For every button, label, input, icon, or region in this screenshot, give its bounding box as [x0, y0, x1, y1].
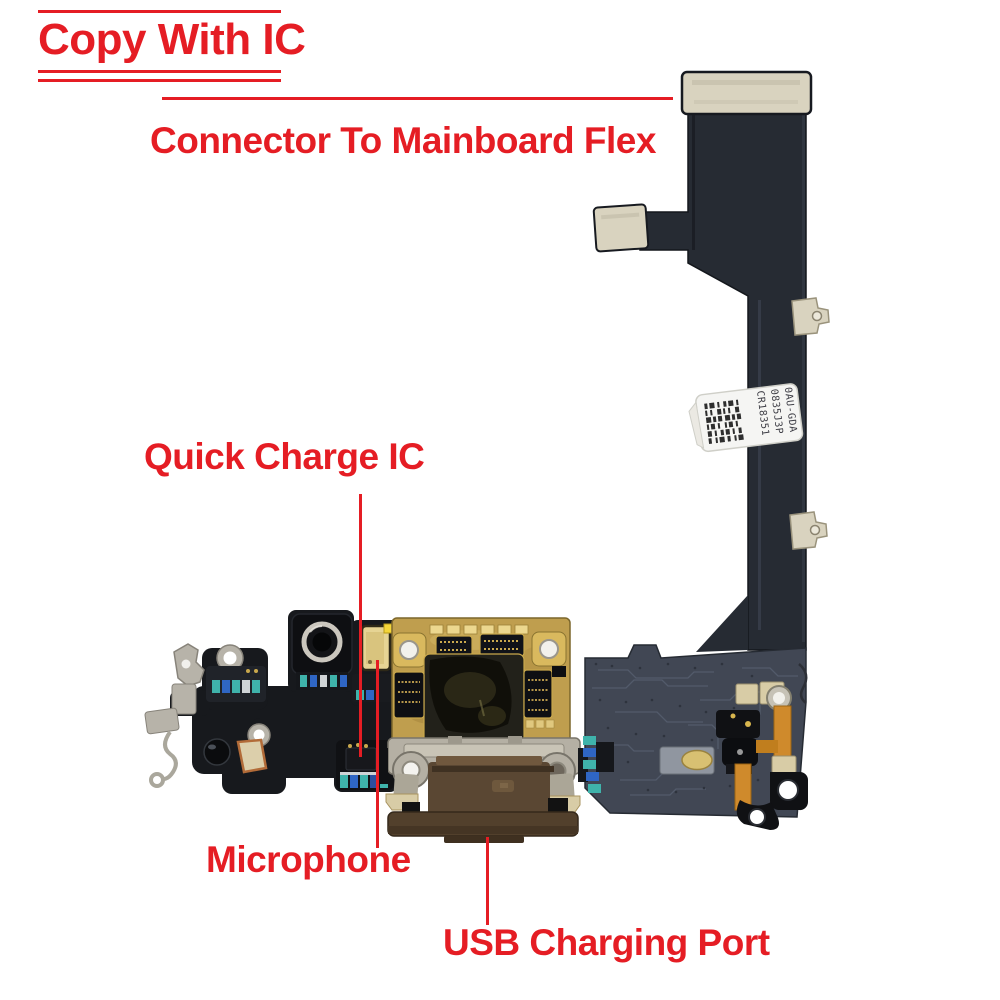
metal-clip-tab-upper: [791, 297, 830, 336]
metal-clip-tab-lower: [789, 511, 828, 550]
microphone-label: Microphone: [206, 839, 411, 880]
usb-label: USB Charging Port: [443, 922, 770, 963]
microphone-component: [360, 623, 394, 672]
title-underline-1: [38, 70, 281, 73]
microphone-callout-line: [376, 660, 379, 848]
flex-ribbon: [639, 75, 807, 652]
usb-callout-line: [486, 837, 489, 925]
title-underline-2: [38, 79, 281, 82]
epoxy-ic: [423, 653, 525, 747]
right-antenna-flex: [583, 663, 809, 830]
quick-charge-callout-line: [359, 494, 362, 757]
barcode-sticker: CR18351 0835J3P 0AU-GDA: [688, 383, 804, 453]
mainboard-connector-pad: [680, 70, 813, 116]
connector-label: Connector To Mainboard Flex: [150, 120, 656, 161]
side-connector-pad: [592, 203, 650, 253]
round-sensor-component: [291, 613, 353, 690]
title-text: Copy With IC: [38, 15, 306, 64]
connector-callout-line: [162, 97, 673, 100]
usb-port-component: [387, 756, 579, 843]
quick-charge-label: Quick Charge IC: [144, 436, 425, 477]
title-overline: [38, 10, 281, 13]
main-pcb: [391, 617, 571, 751]
